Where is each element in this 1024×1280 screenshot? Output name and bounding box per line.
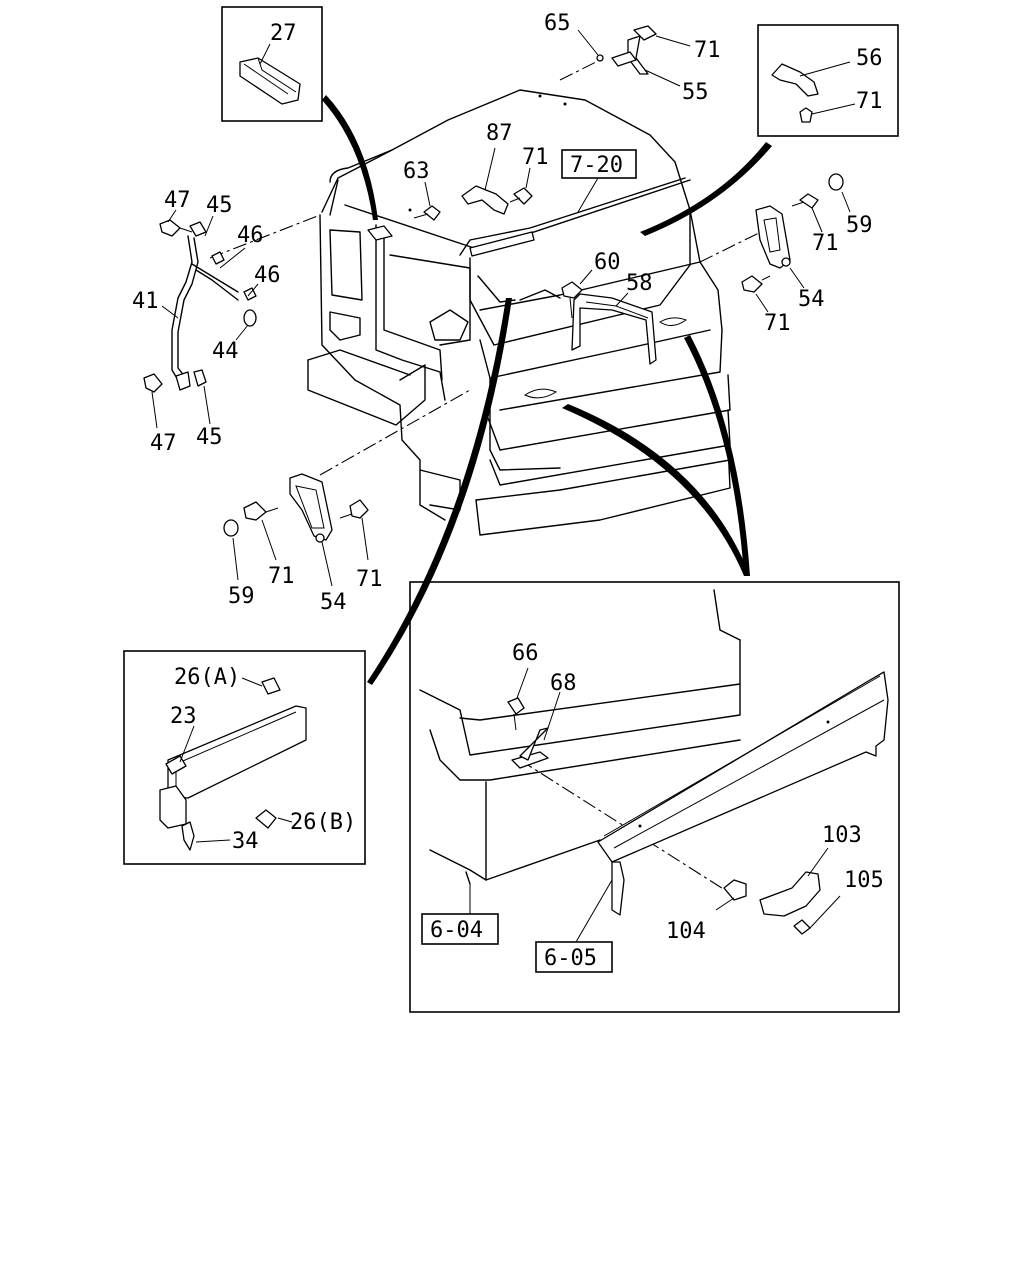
label-26a: 26(A) <box>174 665 240 690</box>
part-27-handle <box>239 43 301 105</box>
part-23-panel <box>159 677 307 851</box>
detail-box-23 <box>123 650 366 865</box>
label-71e: 71 <box>764 311 791 336</box>
label-56: 56 <box>856 46 883 71</box>
label-26b: 26(B) <box>290 810 356 835</box>
detail-box-27 <box>221 6 323 122</box>
label-87: 87 <box>486 121 513 146</box>
part-87-grip <box>461 147 509 215</box>
callout-curves <box>322 95 772 685</box>
part-65-55-71-bracket <box>577 25 691 87</box>
leader-7-20 <box>577 177 599 213</box>
label-45a: 45 <box>206 193 233 218</box>
label-71c: 71 <box>522 145 549 170</box>
label-23: 23 <box>170 704 197 729</box>
label-46a: 46 <box>237 223 264 248</box>
label-47a: 47 <box>164 188 191 213</box>
label-71f: 71 <box>268 564 295 589</box>
part-41-handrail-assembly <box>143 209 259 429</box>
label-68: 68 <box>550 671 577 696</box>
label-46b: 46 <box>254 263 281 288</box>
label-104: 104 <box>666 919 706 944</box>
ref-label-6-04: 6-04 <box>430 918 483 943</box>
label-55: 55 <box>682 80 709 105</box>
label-59b: 59 <box>228 584 255 609</box>
ref-label-7-20: 7-20 <box>570 153 623 178</box>
part-58-step <box>571 292 657 365</box>
label-66: 66 <box>512 641 539 666</box>
label-60: 60 <box>594 250 621 275</box>
dash-leaders <box>209 59 766 891</box>
part-56-grip <box>771 61 856 123</box>
label-54a: 54 <box>798 287 825 312</box>
detail-box-56 <box>757 24 899 137</box>
label-71b: 71 <box>856 89 883 114</box>
front-panel-detail <box>419 589 889 943</box>
ref-label-6-05: 6-05 <box>544 946 597 971</box>
label-45b: 45 <box>196 425 223 450</box>
reference-6-04: 6-04 <box>421 913 499 945</box>
label-63: 63 <box>403 159 430 184</box>
label-27: 27 <box>270 21 297 46</box>
part-54-left-bracket <box>223 473 369 587</box>
part-71c-screw <box>509 167 533 205</box>
label-54b: 54 <box>320 590 347 615</box>
part-60-screw <box>561 269 593 319</box>
label-34: 34 <box>232 829 259 854</box>
label-59a: 59 <box>846 213 873 238</box>
reference-7-20: 7-20 <box>561 149 637 179</box>
part-54-right-bracket <box>741 173 851 313</box>
label-103: 103 <box>822 823 862 848</box>
label-65: 65 <box>544 11 571 36</box>
reference-6-05: 6-05 <box>535 941 613 973</box>
part-labels: 27 65 71 55 56 71 87 71 63 47 45 46 46 4… <box>132 11 884 944</box>
label-71d: 71 <box>812 231 839 256</box>
label-71a: 71 <box>694 38 721 63</box>
detail-box-front-panel <box>409 581 900 1013</box>
label-58: 58 <box>626 271 653 296</box>
label-41: 41 <box>132 289 159 314</box>
label-44: 44 <box>212 339 239 364</box>
label-71g: 71 <box>356 567 383 592</box>
label-47b: 47 <box>150 431 177 456</box>
part-63-screw <box>413 181 441 221</box>
label-105: 105 <box>844 868 884 893</box>
